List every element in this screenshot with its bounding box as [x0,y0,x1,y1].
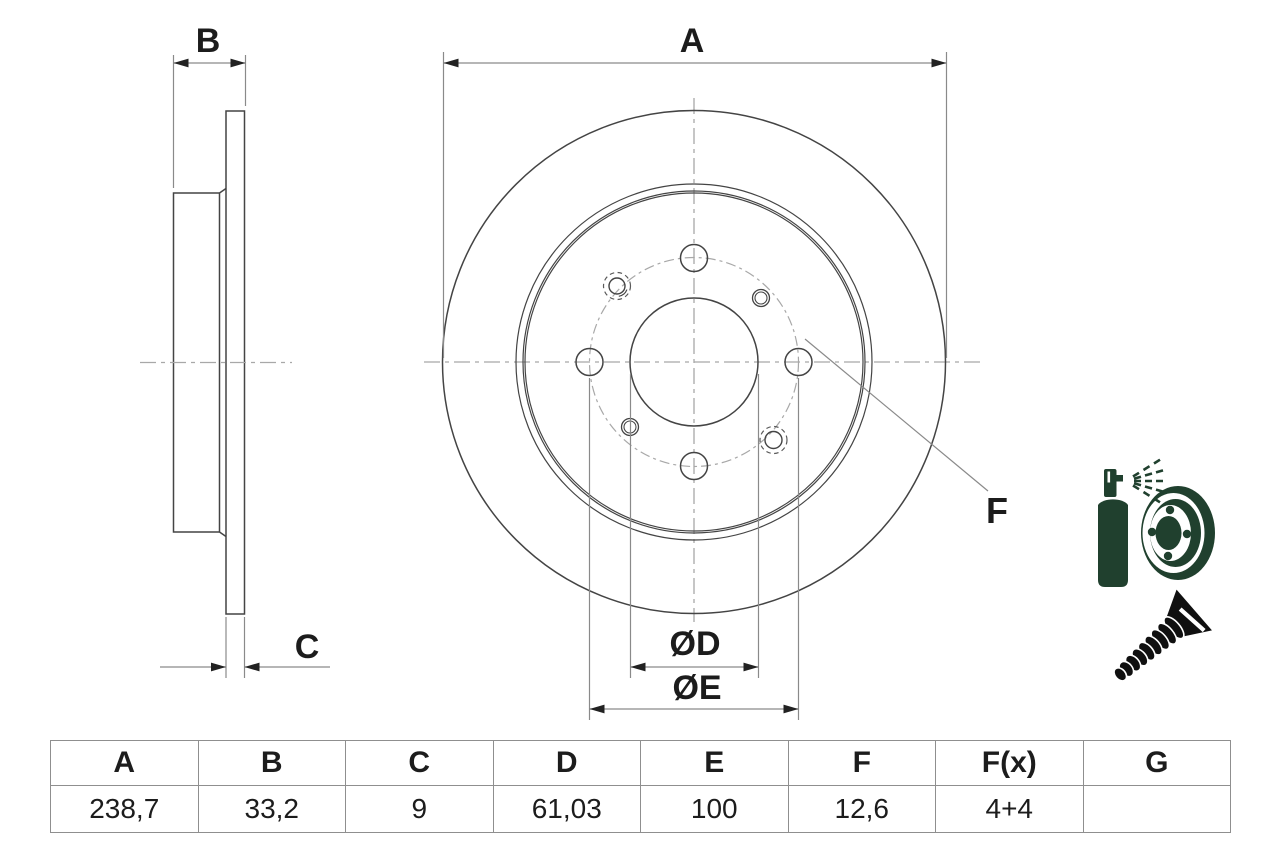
table-header-b: B [197,740,346,786]
screw-slot [1178,607,1206,633]
icon-spray-can-body [1098,499,1128,587]
dimension-table: A B C D E F F(x) G 238,7 33,2 9 61,03 10… [50,740,1231,833]
spray-can-coated-disc-icon [1098,458,1215,587]
bolt-hole-top [679,243,709,273]
dimension-b: B [172,22,247,188]
bolt-circle [588,256,800,468]
technical-drawing: B C [140,22,1215,720]
center-bore-circle [629,297,759,427]
screw-hole-lower-right [764,430,783,450]
table-value-row: 238,7 33,2 9 61,03 100 12,6 4+4 [50,785,1231,833]
screw-hole-upper-right-outer [751,288,771,308]
dim-label-f: F [986,490,1008,531]
outer-diameter-circle [441,109,947,615]
screw-threads [1113,616,1185,682]
dimension-c: C [160,617,330,678]
icon-spray-mist [1132,458,1164,504]
front-view [424,98,980,622]
countersunk-screw-icon [1113,589,1212,682]
icon-disc-hub [1155,516,1182,550]
table-value-f: 12,6 [787,785,936,833]
table-value-d: 61,03 [492,785,641,833]
screw-hole-upper-left-thread-arc [618,289,628,297]
table-header-f: F [787,740,936,786]
table-header-c: C [345,740,494,786]
dim-label-c: C [295,628,320,666]
dimension-d: ØD [629,374,760,678]
table-header-fx: F(x) [935,740,1084,786]
f-leader-line [804,338,989,492]
icon-spray-nozzle [1116,475,1123,482]
table-value-b: 33,2 [197,785,346,833]
table-value-fx: 4+4 [935,785,1084,833]
screw-hole-upper-right-inner [754,291,768,305]
table-value-g [1082,785,1231,833]
table-header-d: D [492,740,641,786]
bolt-hole-bottom [679,451,709,481]
icon-disc-holes [1147,505,1192,561]
hat-edge-circle-outer [522,190,866,534]
bolt-hole-left [575,347,604,377]
dim-label-e: ØE [672,669,721,707]
bolt-hole-right [784,347,813,377]
table-value-c: 9 [345,785,494,833]
icon-spray-can-cap-highlight [1107,471,1111,483]
table-header-e: E [640,740,789,786]
table-header-row: A B C D E F F(x) G [50,740,1231,786]
braking-band-circle [515,183,873,541]
screw-hole-upper-left [608,277,626,295]
rotor-plate-outline [225,110,246,615]
dimension-a: A [442,22,948,358]
secondary-holes [602,271,788,455]
bolt-holes [575,243,813,481]
hat-edge-circle-inner [524,192,864,532]
dimension-f: F [804,338,1008,531]
table-value-e: 100 [640,785,789,833]
dim-label-b: B [196,22,221,60]
dim-label-d: ØD [670,625,721,663]
screw-hole-upper-left-countersink [602,271,632,301]
table-value-a: 238,7 [50,785,199,833]
dim-label-a: A [680,22,705,60]
screw-hole-lower-right-countersink [759,425,788,455]
icon-spray-can-cap [1104,469,1117,497]
table-header-a: A [50,740,199,786]
dimension-e: ØE [588,378,800,720]
table-header-g: G [1082,740,1231,786]
